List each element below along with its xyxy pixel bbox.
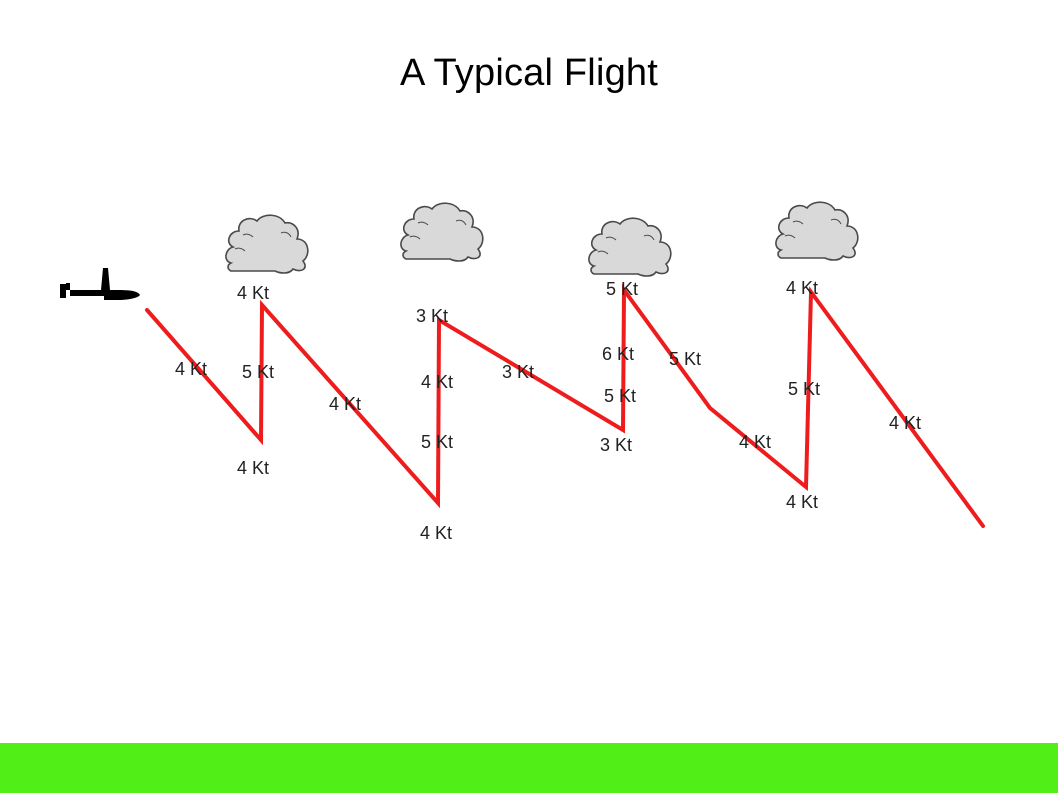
cloud-icon (400, 202, 484, 262)
cloud-detail (409, 219, 467, 240)
lift-label: 4 Kt (739, 432, 771, 452)
lift-label: 4 Kt (237, 283, 269, 303)
cloud-detail (234, 231, 292, 252)
slide-title: A Typical Flight (399, 52, 659, 94)
lift-label: 4 Kt (421, 372, 453, 392)
lift-label: 4 Kt (420, 523, 452, 543)
lift-label: 5 Kt (788, 379, 820, 399)
cloud-icon (588, 217, 672, 277)
lift-label: 4 Kt (175, 359, 207, 379)
flight-path (145, 283, 985, 528)
glider-icon (60, 268, 140, 300)
lift-label: 5 Kt (242, 362, 274, 382)
lift-labels: 4 Kt 5 Kt 4 Kt 4 Kt 4 Kt 3 Kt 4 Kt 5 Kt … (175, 278, 921, 543)
lift-label: 6 Kt (602, 344, 634, 364)
lift-label: 4 Kt (237, 458, 269, 478)
lift-label: 3 Kt (600, 435, 632, 455)
lift-label: 4 Kt (329, 394, 361, 414)
cloud-icon (225, 214, 309, 274)
lift-label: 5 Kt (669, 349, 701, 369)
cloud-detail (784, 218, 842, 239)
lift-label: 3 Kt (416, 306, 448, 326)
lift-label: 4 Kt (889, 413, 921, 433)
lift-label: 5 Kt (606, 279, 638, 299)
ground (0, 743, 1058, 793)
lift-label: 4 Kt (786, 278, 818, 298)
lift-label: 5 Kt (604, 386, 636, 406)
lift-label: 5 Kt (421, 432, 453, 452)
lift-label: 3 Kt (502, 362, 534, 382)
cloud-detail (597, 234, 655, 255)
cloud-icon (775, 201, 859, 261)
lift-label: 4 Kt (786, 492, 818, 512)
